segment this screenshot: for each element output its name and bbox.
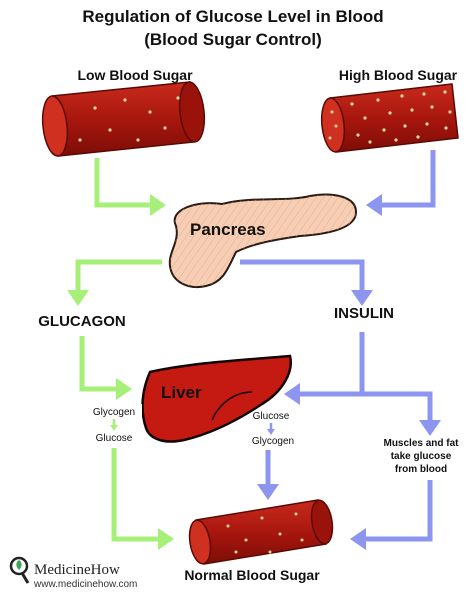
glycogen-left-label: Glycogen bbox=[93, 407, 135, 418]
glucose-right-label: Glucose bbox=[253, 411, 290, 422]
glucagon-label: GLUCAGON bbox=[38, 313, 126, 330]
muscles-line-3: from blood bbox=[395, 464, 447, 475]
arrow-insulin-to-muscles bbox=[362, 394, 441, 436]
normal-blood-sugar-label: Normal Blood Sugar bbox=[184, 567, 320, 583]
arrow-high-to-pancreas bbox=[366, 150, 433, 216]
arrow-low-to-pancreas bbox=[97, 158, 166, 216]
pancreas-label: Pancreas bbox=[190, 220, 266, 239]
arrow-muscles-to-normal bbox=[350, 480, 430, 550]
title-line-2: (Blood Sugar Control) bbox=[144, 30, 322, 49]
arrow-glycogen-down bbox=[257, 450, 279, 500]
arrow-pancreas-to-glucagon bbox=[67, 262, 162, 306]
logo-url: www.medicinehow.com bbox=[33, 579, 137, 590]
logo-name: MedicineHow bbox=[34, 562, 120, 578]
normal-blood-sugar-vessel bbox=[187, 499, 336, 566]
glucose-left-label: Glucose bbox=[96, 433, 133, 444]
low-blood-sugar-label: Low Blood Sugar bbox=[77, 67, 193, 83]
arrow-glycogen-to-glucose bbox=[110, 419, 118, 431]
arrow-glucagon-to-liver bbox=[82, 336, 132, 400]
arrow-pancreas-to-insulin bbox=[240, 262, 373, 306]
muscles-line-2: take glucose bbox=[391, 451, 452, 462]
title-line-1: Regulation of Glucose Level in Blood bbox=[82, 7, 383, 26]
pancreas-organ bbox=[170, 195, 356, 287]
medicinehow-logo: MedicineHow www.medicinehow.com bbox=[11, 558, 137, 590]
liver-label: Liver bbox=[161, 383, 202, 402]
arrow-glucose-to-normal bbox=[114, 448, 174, 550]
high-blood-sugar-label: High Blood Sugar bbox=[339, 67, 458, 83]
arrow-insulin-to-liver bbox=[284, 332, 362, 405]
low-blood-sugar-vessel bbox=[40, 81, 207, 157]
muscles-line-1: Muscles and fat bbox=[383, 438, 459, 449]
arrow-glucose-to-glycogen bbox=[267, 423, 275, 435]
insulin-label: INSULIN bbox=[334, 305, 394, 322]
glycogen-right-label: Glycogen bbox=[252, 436, 294, 447]
magnifier-icon bbox=[11, 558, 28, 583]
high-blood-sugar-vessel bbox=[319, 84, 458, 153]
